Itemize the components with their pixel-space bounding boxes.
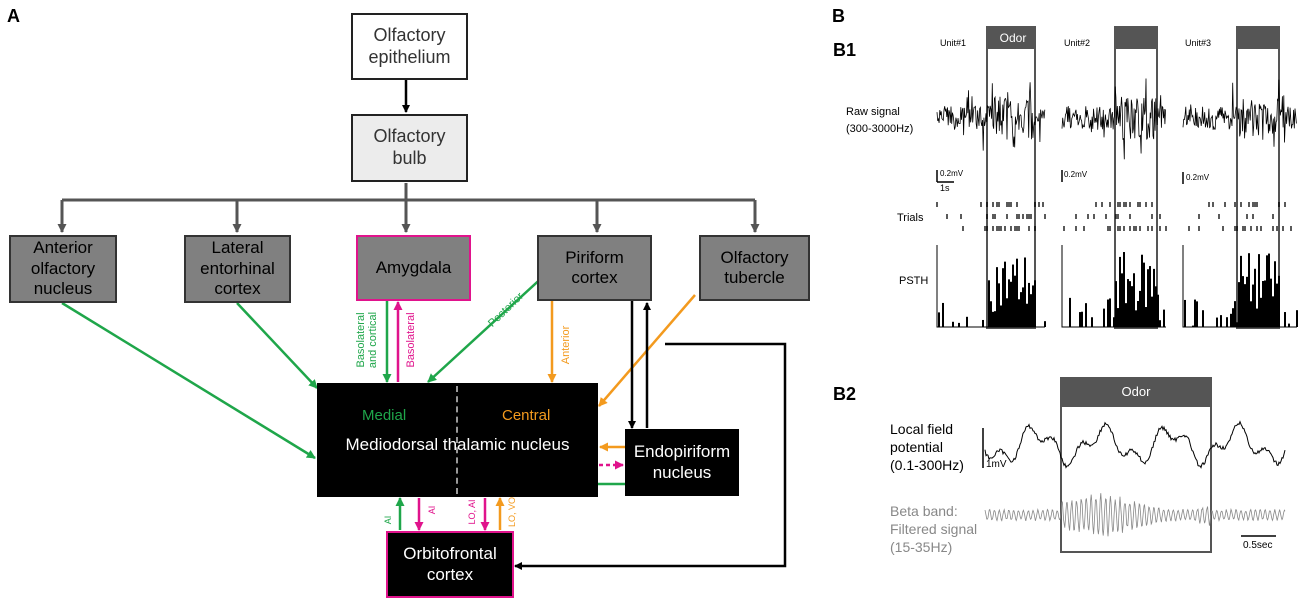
b1-odor-label: Odor: [999, 31, 1027, 45]
node-anterior-olfactory-nucleus: Anterior olfactory nucleus: [9, 235, 117, 303]
unit-2-label: Unit#2: [1064, 38, 1091, 48]
b1-scale-bars: [936, 170, 1184, 184]
panel-label-b: B: [832, 6, 845, 26]
unit-3-label: Unit#3: [1185, 38, 1212, 48]
panel-label-b2: B2: [833, 384, 857, 404]
node-olfactory-tubercle: Olfactory tubercle: [699, 235, 810, 301]
beta-band-trace: [984, 493, 1286, 537]
lfp-scale-1mv: 1mV: [986, 459, 1007, 470]
raw-signal-unit-2: [1061, 78, 1166, 160]
psth-histograms: [936, 245, 1298, 328]
node-orbitofrontal-cortex: Orbitofrontal cortex: [386, 531, 514, 598]
central-label: Central: [502, 407, 551, 424]
beta-band-label: Beta band: Filtered signal (15-35Hz): [890, 503, 978, 556]
node-lateral-entorhinal-cortex: Lateral entorhinal cortex: [184, 235, 291, 303]
b2-odor-label: Odor: [1121, 384, 1151, 399]
scale-1s: 1s: [940, 183, 950, 193]
trial-rasters: [936, 202, 1292, 231]
scale-0.5sec: 0.5sec: [1243, 540, 1273, 551]
black-projections: [514, 301, 787, 570]
scale-0.2mv-2: 0.2mV: [1064, 170, 1088, 179]
b1-odor-windows: [986, 26, 1280, 329]
raw-signal-unit-1: [936, 82, 1046, 151]
b2-odor-window: [1060, 377, 1212, 553]
psth-label: PSTH: [899, 275, 929, 287]
medial-central-divider: [456, 386, 458, 494]
node-olfactory-epithelium: Olfactory epithelium: [351, 13, 468, 80]
magenta-projections: [393, 301, 624, 531]
bulb-distribution-arrows: [57, 183, 760, 233]
raw-signal-label: Raw signal (300-3000Hz): [846, 106, 914, 135]
scale-0.2mv-1: 0.2mV: [940, 169, 964, 178]
panel-label-a: A: [7, 6, 20, 26]
node-endopiriform-nucleus: Endopiriform nucleus: [625, 429, 739, 496]
node-amygdala: Amygdala: [356, 235, 471, 301]
unit-1-label: Unit#1: [940, 38, 967, 48]
raw-signal-unit-3: [1182, 79, 1297, 147]
lfp-trace: [984, 420, 1286, 469]
node-olfactory-bulb: Olfactory bulb: [351, 114, 468, 182]
medial-label: Medial: [362, 407, 407, 424]
trials-label: Trials: [897, 212, 924, 224]
lfp-label: Local field potential (0.1-300Hz): [890, 421, 964, 474]
panel-label-b1: B1: [833, 40, 857, 60]
b2-scale-bars: [982, 428, 1276, 537]
node-piriform-cortex: Piriform cortex: [537, 235, 652, 301]
scale-0.2mv-3: 0.2mV: [1186, 173, 1210, 182]
